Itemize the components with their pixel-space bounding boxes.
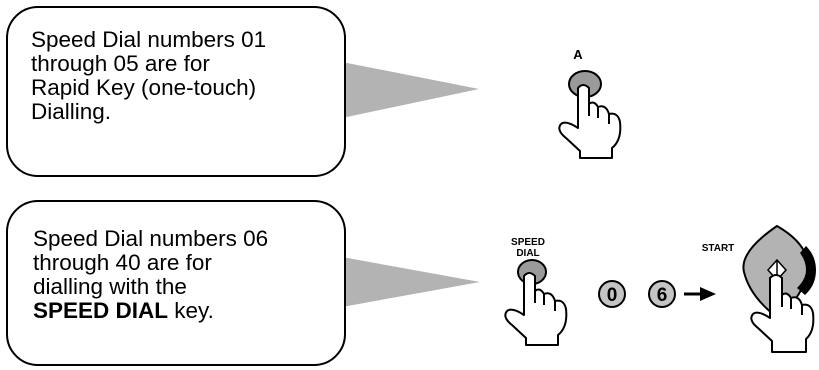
speed-dial-key-name: SPEED DIAL [33,298,169,323]
callout-speed-dial [6,200,346,366]
pointing-hand-icon [558,84,622,159]
callout-rapid-key-text: Speed Dial numbers 01 through 05 are for… [31,27,267,124]
pointing-hand-icon [750,274,815,353]
svg-text:6: 6 [657,285,668,306]
start-label: START [702,243,735,254]
rapid-key-label: A [573,47,583,62]
callout-2-pointer [342,257,480,307]
callout-rapid-key [6,6,346,177]
digit-key-6[interactable]: 6 [648,280,676,308]
pointing-hand-icon [504,272,568,346]
speed-dial-label-top: SPEED [511,237,545,248]
svg-text:0: 0 [607,285,618,306]
callout-speed-dial-text: Speed Dial numbers 06 through 40 are for… [33,226,269,323]
callout-1-pointer [342,62,479,118]
digit-key-0[interactable]: 0 [598,280,626,308]
speed-dial-label-bottom: DIAL [516,248,539,259]
arrow-right-icon [684,287,716,301]
